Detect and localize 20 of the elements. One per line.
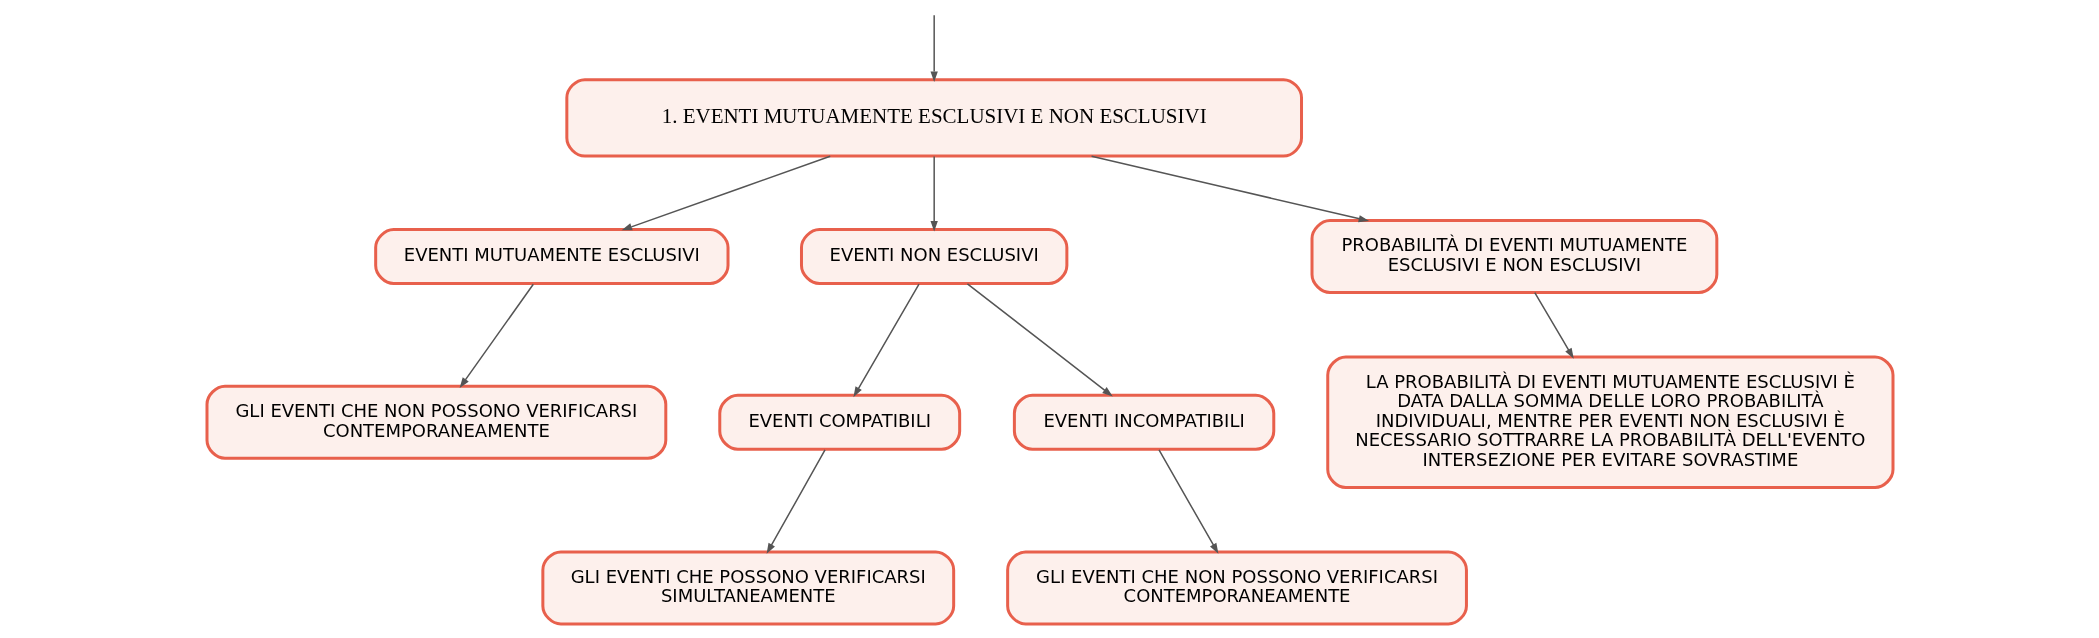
- node-box: EVENTI MUTUAMENTE ESCLUSIVI: [373, 228, 729, 286]
- arrow: [1157, 449, 1218, 554]
- arrow: [930, 155, 938, 232]
- arrow: [459, 283, 534, 389]
- node-box: GLI EVENTI CHE POSSONO VERIFICARSI SIMULTANEAMENTE: [540, 550, 955, 626]
- node-box: GLI EVENTI CHE NON POSSONO VERIFICARSI CONTEMPORANEAMENTE: [205, 384, 667, 460]
- arrow: [966, 283, 1113, 397]
- node-box: PROBABILITÀ DI EVENTI MUTUAMENTE ESCLUSIVI E NON ESCLUSIVI: [1310, 219, 1718, 295]
- node-box: EVENTI INCOMPATIBILI: [1012, 393, 1275, 451]
- arrow: [1533, 291, 1574, 359]
- arrow: [1090, 155, 1369, 223]
- arrow: [621, 155, 831, 231]
- node-box: LA PROBABILITÀ DI EVENTI MUTUAMENTE ESCLUSIVI È DATA DALLA SOMMA DELLE LORO PROBABILITÀ INDIVIDUALI, MENTRE PER EVENTI NON ESCLUSIVI È NECESSARIO SOTTRARRE LA PROBABILITÀ DELL'EVENTO INTERSEZIONE PER EVITARE SOVRASTIME: [1325, 355, 1894, 489]
- node-box: EVENTI COMPATIBILI: [717, 393, 961, 451]
- arrow: [930, 14, 938, 82]
- node-box: EVENTI NON ESCLUSIVI: [799, 228, 1068, 286]
- arrow: [852, 283, 920, 398]
- node-box: GLI EVENTI CHE NON POSSONO VERIFICARSI CONTEMPORANEAMENTE: [1005, 550, 1468, 626]
- node-box: 1. EVENTI MUTUAMENTE ESCLUSIVI E NON ESCLUSIVI: [564, 78, 1303, 158]
- arrow: [766, 449, 826, 554]
